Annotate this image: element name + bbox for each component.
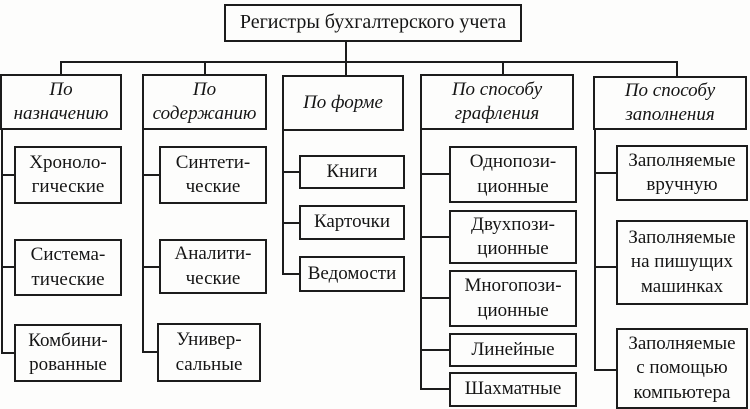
connector-col2-vertical <box>142 130 144 353</box>
category-by-filling-method: По способу заполнения <box>593 76 747 130</box>
connector-col1-stub1 <box>1 174 14 176</box>
item-statements-label: Ведомости <box>307 262 397 284</box>
item-universal: Универ- сальные <box>157 323 261 382</box>
category-by-ruling-method: По способу графления <box>420 74 574 130</box>
category-by-purpose: По назначению <box>0 74 122 130</box>
connector-col3-stub2 <box>282 222 299 224</box>
category-by-form-label: По форме <box>303 91 383 113</box>
connector-drop-col1 <box>60 61 62 74</box>
root-title-label: Регистры бухгалтерского учета <box>239 11 507 34</box>
item-chronological: Хроноло- гические <box>14 146 122 204</box>
item-filled-by-computer-label: Заполняемые с помощью компьютера <box>628 333 736 403</box>
item-systematic: Система- тические <box>14 239 122 296</box>
connector-col3-stub1 <box>282 171 299 173</box>
connector-root-stem <box>345 42 347 76</box>
connector-col5-stub1 <box>594 172 616 174</box>
connector-col3-stub3 <box>282 273 299 275</box>
item-filled-on-typewriters: Заполняемые на пишущих машинках <box>616 220 748 305</box>
item-books-label: Книги <box>326 160 378 182</box>
item-two-position-label: Двухпози- ционные <box>471 213 555 259</box>
item-synthetic: Синтети- ческие <box>159 146 267 204</box>
connector-main-horizontal <box>60 61 678 63</box>
connector-drop-col4 <box>502 61 504 74</box>
item-combined: Комбини- рованные <box>14 324 122 382</box>
item-filled-by-hand-label: Заполняемые вручную <box>628 149 736 195</box>
connector-col1-stub3 <box>1 352 14 354</box>
connector-col1-vertical <box>1 130 3 353</box>
connector-col4-stub2 <box>420 236 449 238</box>
item-linear: Линейные <box>449 333 577 367</box>
item-cards: Карточки <box>299 205 405 240</box>
connector-col5-stub2 <box>594 266 616 268</box>
category-by-purpose-label: По назначению <box>13 78 109 124</box>
connector-col4-stub5 <box>420 388 449 390</box>
item-two-position: Двухпози- ционные <box>449 210 577 264</box>
item-combined-label: Комбини- рованные <box>28 329 108 375</box>
item-statements: Ведомости <box>299 256 405 292</box>
connector-col4-stub3 <box>420 297 449 299</box>
connector-col4-vertical <box>420 130 422 390</box>
connector-col5-stub3 <box>594 369 616 371</box>
item-filled-by-computer: Заполняемые с помощью компьютера <box>616 328 748 409</box>
connector-col2-stub3 <box>142 351 158 353</box>
item-synthetic-label: Синтети- ческие <box>175 151 251 197</box>
item-multi-position: Многопози- ционные <box>449 270 577 327</box>
connector-drop-col5 <box>676 61 678 76</box>
root-title-box: Регистры бухгалтерского учета <box>224 4 522 42</box>
connector-col1-stub2 <box>1 266 14 268</box>
item-one-position-label: Однопози- ционные <box>469 151 557 197</box>
category-by-content-label: По содержанию <box>152 78 257 124</box>
category-by-content: По содержанию <box>142 74 267 130</box>
connector-drop-col2 <box>204 61 206 74</box>
category-by-ruling-method-label: По способу графления <box>451 78 543 124</box>
item-universal-label: Универ- сальные <box>175 329 243 375</box>
item-cards-label: Карточки <box>313 211 391 233</box>
connector-col5-vertical <box>594 130 596 371</box>
connector-col3-vertical <box>282 131 284 275</box>
category-by-form: По форме <box>282 75 404 131</box>
item-analytical: Аналити- ческие <box>159 239 267 294</box>
item-chess: Шахматные <box>449 372 577 407</box>
category-by-filling-method-label: По способу заполнения <box>624 79 716 125</box>
connector-col2-stub2 <box>142 266 159 268</box>
item-filled-by-hand: Заполняемые вручную <box>616 145 748 201</box>
item-multi-position-label: Многопози- ционные <box>464 275 562 321</box>
item-analytical-label: Аналити- ческие <box>174 243 252 289</box>
connector-col4-stub4 <box>420 349 449 351</box>
item-chronological-label: Хроноло- гические <box>29 151 107 197</box>
connector-col2-stub1 <box>142 174 159 176</box>
item-filled-on-typewriters-label: Заполняемые на пишущих машинках <box>628 227 736 297</box>
item-linear-label: Линейные <box>471 338 555 360</box>
item-chess-label: Шахматные <box>464 378 562 400</box>
item-systematic-label: Система- тические <box>30 244 106 290</box>
connector-col4-stub1 <box>420 173 449 175</box>
item-books: Книги <box>299 155 405 189</box>
item-one-position: Однопози- ционные <box>449 146 577 203</box>
